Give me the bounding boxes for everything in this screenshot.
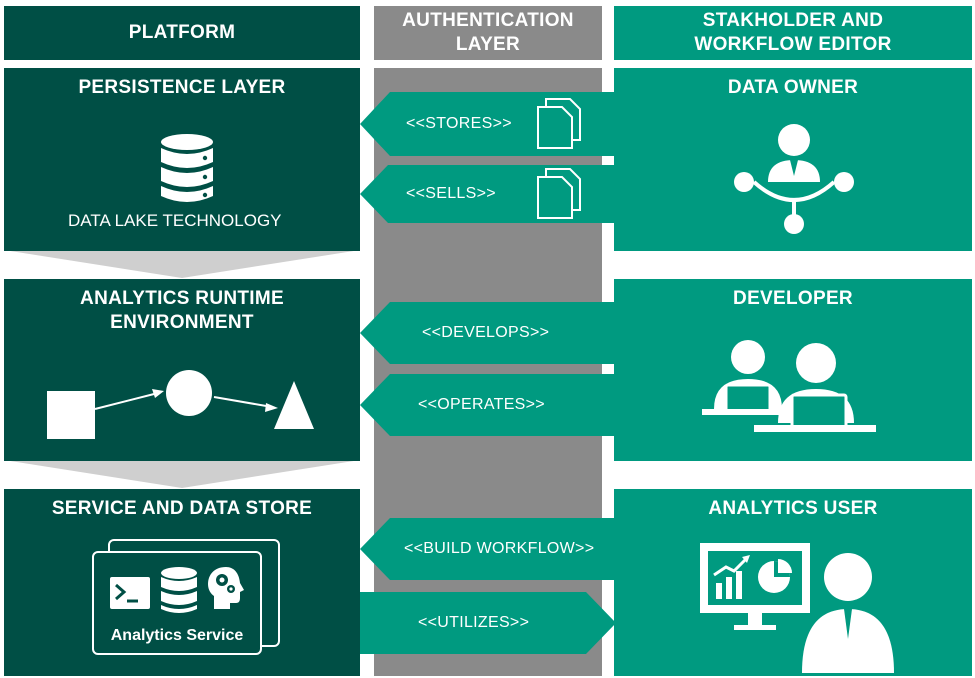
service-data-store-panel: SERVICE AND DATA STORE Analytics Service <box>4 489 360 676</box>
developer-panel: DEVELOPER <box>614 279 972 461</box>
document-icon <box>537 168 581 219</box>
utilizes-arrow <box>360 592 616 654</box>
data-owner-title: DATA OWNER <box>727 77 859 98</box>
analytics-service-label: Analytics Service <box>110 627 244 644</box>
brain-gear-head-icon <box>208 567 244 609</box>
develops-arrow-label: <<DEVELOPS>> <box>422 324 550 341</box>
operates-arrow-label: <<OPERATES>> <box>418 396 545 413</box>
document-icon <box>537 98 581 149</box>
persistence-layer-title: PERSISTENCE LAYER <box>78 77 286 98</box>
sells-arrow-label: <<SELLS>> <box>406 185 496 202</box>
workflow-shapes-diagram <box>47 370 314 439</box>
database-small-icon <box>161 567 197 613</box>
build-workflow-arrow <box>360 518 614 580</box>
develops-arrow <box>360 302 614 364</box>
analytics-runtime-title: ANALYTICS RUNTIME ENVIRONMENT <box>80 288 284 333</box>
circle-node-icon <box>166 370 212 416</box>
developer-title: DEVELOPER <box>733 288 853 309</box>
data-owner-panel: DATA OWNER <box>614 68 972 251</box>
analytics-service-card: Analytics Service <box>92 551 262 655</box>
data-lake-technology-label: DATA LAKE TECHNOLOGY <box>68 211 282 230</box>
header-authentication-layer: AUTHENTICATION LAYER <box>374 6 602 60</box>
data-owner-network-icon <box>734 124 854 234</box>
developers-at-laptops-icon <box>702 340 876 432</box>
operates-arrow <box>360 374 614 436</box>
stores-arrow-label: <<STORES>> <box>406 115 512 132</box>
analytics-user-dashboard-icon <box>700 543 894 673</box>
database-icon <box>161 134 213 202</box>
authentication-layer-column <box>374 68 602 676</box>
persistence-layer-panel: PERSISTENCE LAYER DATA LAKE TECHNOLOGY <box>4 68 360 251</box>
utilizes-arrow-label: <<UTILIZES>> <box>418 614 530 631</box>
analytics-runtime-panel: ANALYTICS RUNTIME ENVIRONMENT <box>4 279 360 461</box>
square-node-icon <box>47 391 95 439</box>
header-platform: PLATFORM <box>4 6 360 60</box>
build-workflow-arrow-label: <<BUILD WORKFLOW>> <box>404 540 595 557</box>
triangle-node-icon <box>274 381 314 429</box>
analytics-user-panel: ANALYTICS USER <box>614 489 972 676</box>
analytics-user-title: ANALYTICS USER <box>708 498 878 519</box>
chevron-runtime-to-service <box>4 460 360 488</box>
chevron-persistence-to-runtime <box>4 250 360 278</box>
header-stakeholder-workflow-editor: STAKHOLDER AND WORKFLOW EDITOR <box>614 6 972 60</box>
service-data-store-title: SERVICE AND DATA STORE <box>51 498 313 519</box>
terminal-icon <box>110 577 150 609</box>
